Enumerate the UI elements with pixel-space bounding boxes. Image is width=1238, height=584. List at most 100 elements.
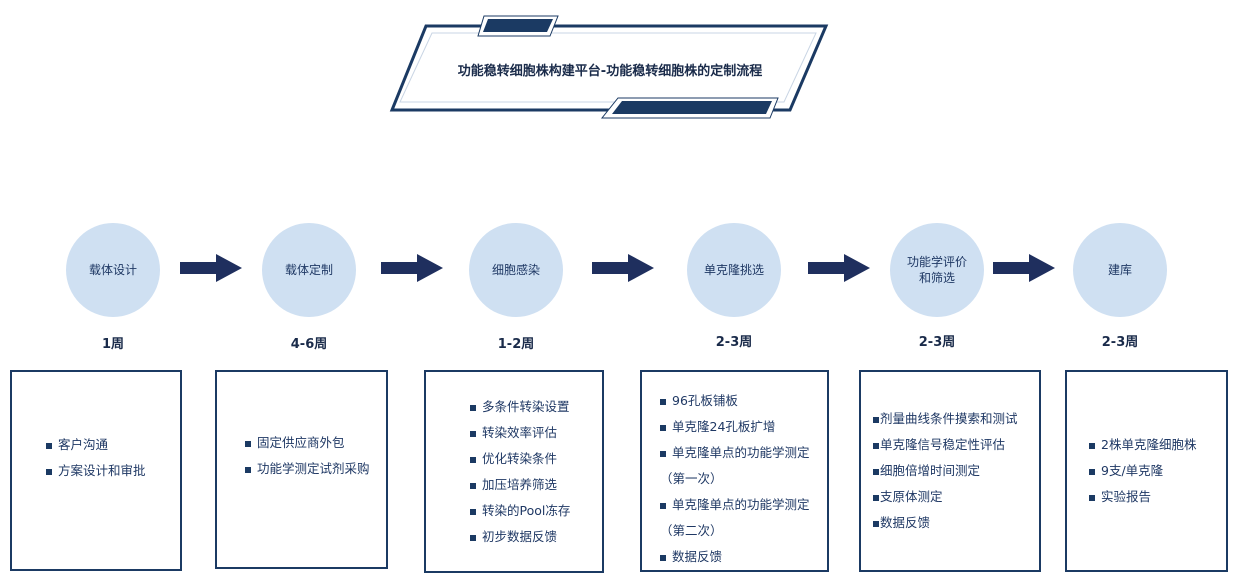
detail-text: 实验报告 — [1101, 489, 1152, 504]
bullet-square-icon — [873, 468, 879, 475]
detail-text: 数据反馈 — [880, 515, 931, 530]
detail-item: 数据反馈 — [873, 510, 1031, 536]
detail-text: 方案设计和审批 — [58, 463, 146, 478]
step-circle: 建库 — [1073, 223, 1167, 317]
detail-item: 单克隆24孔板扩增 — [660, 414, 819, 440]
step-duration: 2-3周 — [715, 335, 753, 350]
detail-text: 支原体测定 — [880, 489, 943, 504]
detail-item: 初步数据反馈 — [470, 524, 594, 550]
bullet-square-icon — [660, 554, 666, 561]
detail-item: 优化转染条件 — [470, 446, 594, 472]
bullet-square-icon — [470, 430, 476, 437]
detail-text: 加压培养筛选 — [482, 477, 558, 492]
detail-item: 转染的Pool冻存 — [470, 498, 594, 524]
bullet-square-icon — [873, 520, 879, 527]
detail-item: 实验报告 — [1089, 484, 1218, 510]
detail-item: 细胞倍增时间测定 — [873, 458, 1031, 484]
detail-text: 多条件转染设置 — [482, 399, 570, 414]
detail-item: 加压培养筛选 — [470, 472, 594, 498]
detail-text: 单克隆单点的功能学测定（第一次） — [660, 445, 810, 486]
arrow-right-icon — [381, 254, 443, 282]
bullet-square-icon — [873, 442, 879, 449]
step-circle: 载体定制 — [262, 223, 356, 317]
arrow-right-icon — [993, 254, 1055, 282]
step-name: 载体设计 — [88, 263, 137, 277]
detail-text: 客户沟通 — [58, 437, 109, 452]
step-duration: 1-2周 — [497, 337, 535, 352]
detail-item: 功能学测定试剂采购 — [245, 456, 378, 482]
detail-item: 96孔板铺板 — [660, 388, 819, 414]
step-detail-box: 2株单克隆细胞株 9支/单克隆实验报告 — [1065, 370, 1228, 572]
bullet-square-icon — [245, 466, 251, 473]
bullet-square-icon — [470, 482, 476, 489]
bullet-square-icon — [245, 440, 251, 447]
detail-item: 单克隆信号稳定性评估 — [873, 432, 1031, 458]
step-circle: 细胞感染 — [469, 223, 563, 317]
step-duration: 2-3周 — [1101, 335, 1139, 350]
step-detail-box: 固定供应商外包功能学测定试剂采购 — [215, 370, 388, 569]
bullet-square-icon — [1089, 442, 1095, 449]
detail-item: 数据反馈 — [660, 544, 819, 570]
arrow-right-icon — [808, 254, 870, 282]
detail-item: 2株单克隆细胞株 — [1089, 432, 1218, 458]
step-detail-box: 多条件转染设置转染效率评估优化转染条件加压培养筛选转染的Pool冻存初步数据反馈 — [424, 370, 604, 573]
step-detail-box: 剂量曲线条件摸索和测试单克隆信号稳定性评估细胞倍增时间测定支原体测定数据反馈 — [859, 370, 1041, 572]
detail-item: 单克隆单点的功能学测定（第一次） — [660, 440, 819, 492]
bullet-square-icon — [470, 456, 476, 463]
detail-text: 数据反馈 — [672, 549, 723, 564]
detail-item: 单克隆单点的功能学测定（第二次） — [660, 492, 819, 544]
detail-text: 功能学测定试剂采购 — [257, 461, 370, 476]
step-circle: 功能学评价和筛选 — [890, 223, 984, 317]
detail-text: 剂量曲线条件摸索和测试 — [880, 411, 1018, 426]
bullet-square-icon — [1089, 468, 1095, 475]
bullet-square-icon — [46, 442, 52, 449]
step-circle: 载体设计 — [66, 223, 160, 317]
bullet-square-icon — [873, 416, 879, 423]
detail-text: 单克隆单点的功能学测定（第二次） — [660, 497, 810, 538]
bullet-square-icon — [1089, 494, 1095, 501]
step-name: 载体定制 — [284, 263, 333, 277]
bullet-square-icon — [873, 494, 879, 501]
step-name: 功能学评价和筛选 — [906, 255, 967, 285]
detail-text: 细胞倍增时间测定 — [880, 463, 981, 478]
bullet-square-icon — [470, 534, 476, 541]
bullet-square-icon — [470, 404, 476, 411]
step-duration: 2-3周 — [918, 335, 956, 350]
arrow-right-icon — [592, 254, 654, 282]
detail-item: 转染效率评估 — [470, 420, 594, 446]
detail-text: 9支/单克隆 — [1101, 463, 1164, 478]
detail-text: 固定供应商外包 — [257, 435, 345, 450]
step-name: 单克隆挑选 — [703, 263, 764, 277]
bullet-square-icon — [660, 424, 666, 431]
detail-item: 方案设计和审批 — [46, 458, 172, 484]
step-name: 细胞感染 — [491, 263, 540, 277]
step-circle: 单克隆挑选 — [687, 223, 781, 317]
step-duration: 1周 — [101, 337, 125, 352]
arrow-right-icon — [180, 254, 242, 282]
detail-item: 支原体测定 — [873, 484, 1031, 510]
detail-item: 剂量曲线条件摸索和测试 — [873, 406, 1031, 432]
detail-item: 客户沟通 — [46, 432, 172, 458]
detail-text: 转染的Pool冻存 — [482, 503, 571, 518]
detail-text: 96孔板铺板 — [672, 393, 738, 408]
detail-text: 优化转染条件 — [482, 451, 558, 466]
step-detail-box: 96孔板铺板单克隆24孔板扩增单克隆单点的功能学测定（第一次） 单克隆单点的功能学… — [640, 370, 829, 572]
bullet-square-icon — [470, 508, 476, 515]
detail-text: 单克隆24孔板扩增 — [672, 419, 776, 434]
step-name: 建库 — [1107, 263, 1132, 277]
banner-frame — [389, 15, 829, 119]
detail-item: 多条件转染设置 — [470, 394, 594, 420]
title-banner: 功能稳转细胞株构建平台-功能稳转细胞株的定制流程 — [380, 10, 840, 125]
detail-text: 转染效率评估 — [482, 425, 558, 440]
bullet-square-icon — [660, 502, 666, 509]
page-title: 功能稳转细胞株构建平台-功能稳转细胞株的定制流程 — [457, 64, 763, 79]
bullet-square-icon — [660, 450, 666, 457]
step-duration: 4-6周 — [290, 337, 328, 352]
detail-item: 固定供应商外包 — [245, 430, 378, 456]
detail-text: 2株单克隆细胞株 — [1101, 437, 1197, 452]
step-detail-box: 客户沟通方案设计和审批 — [10, 370, 182, 571]
detail-text: 单克隆信号稳定性评估 — [880, 437, 1006, 452]
detail-text: 初步数据反馈 — [482, 529, 558, 544]
detail-item: 9支/单克隆 — [1089, 458, 1218, 484]
